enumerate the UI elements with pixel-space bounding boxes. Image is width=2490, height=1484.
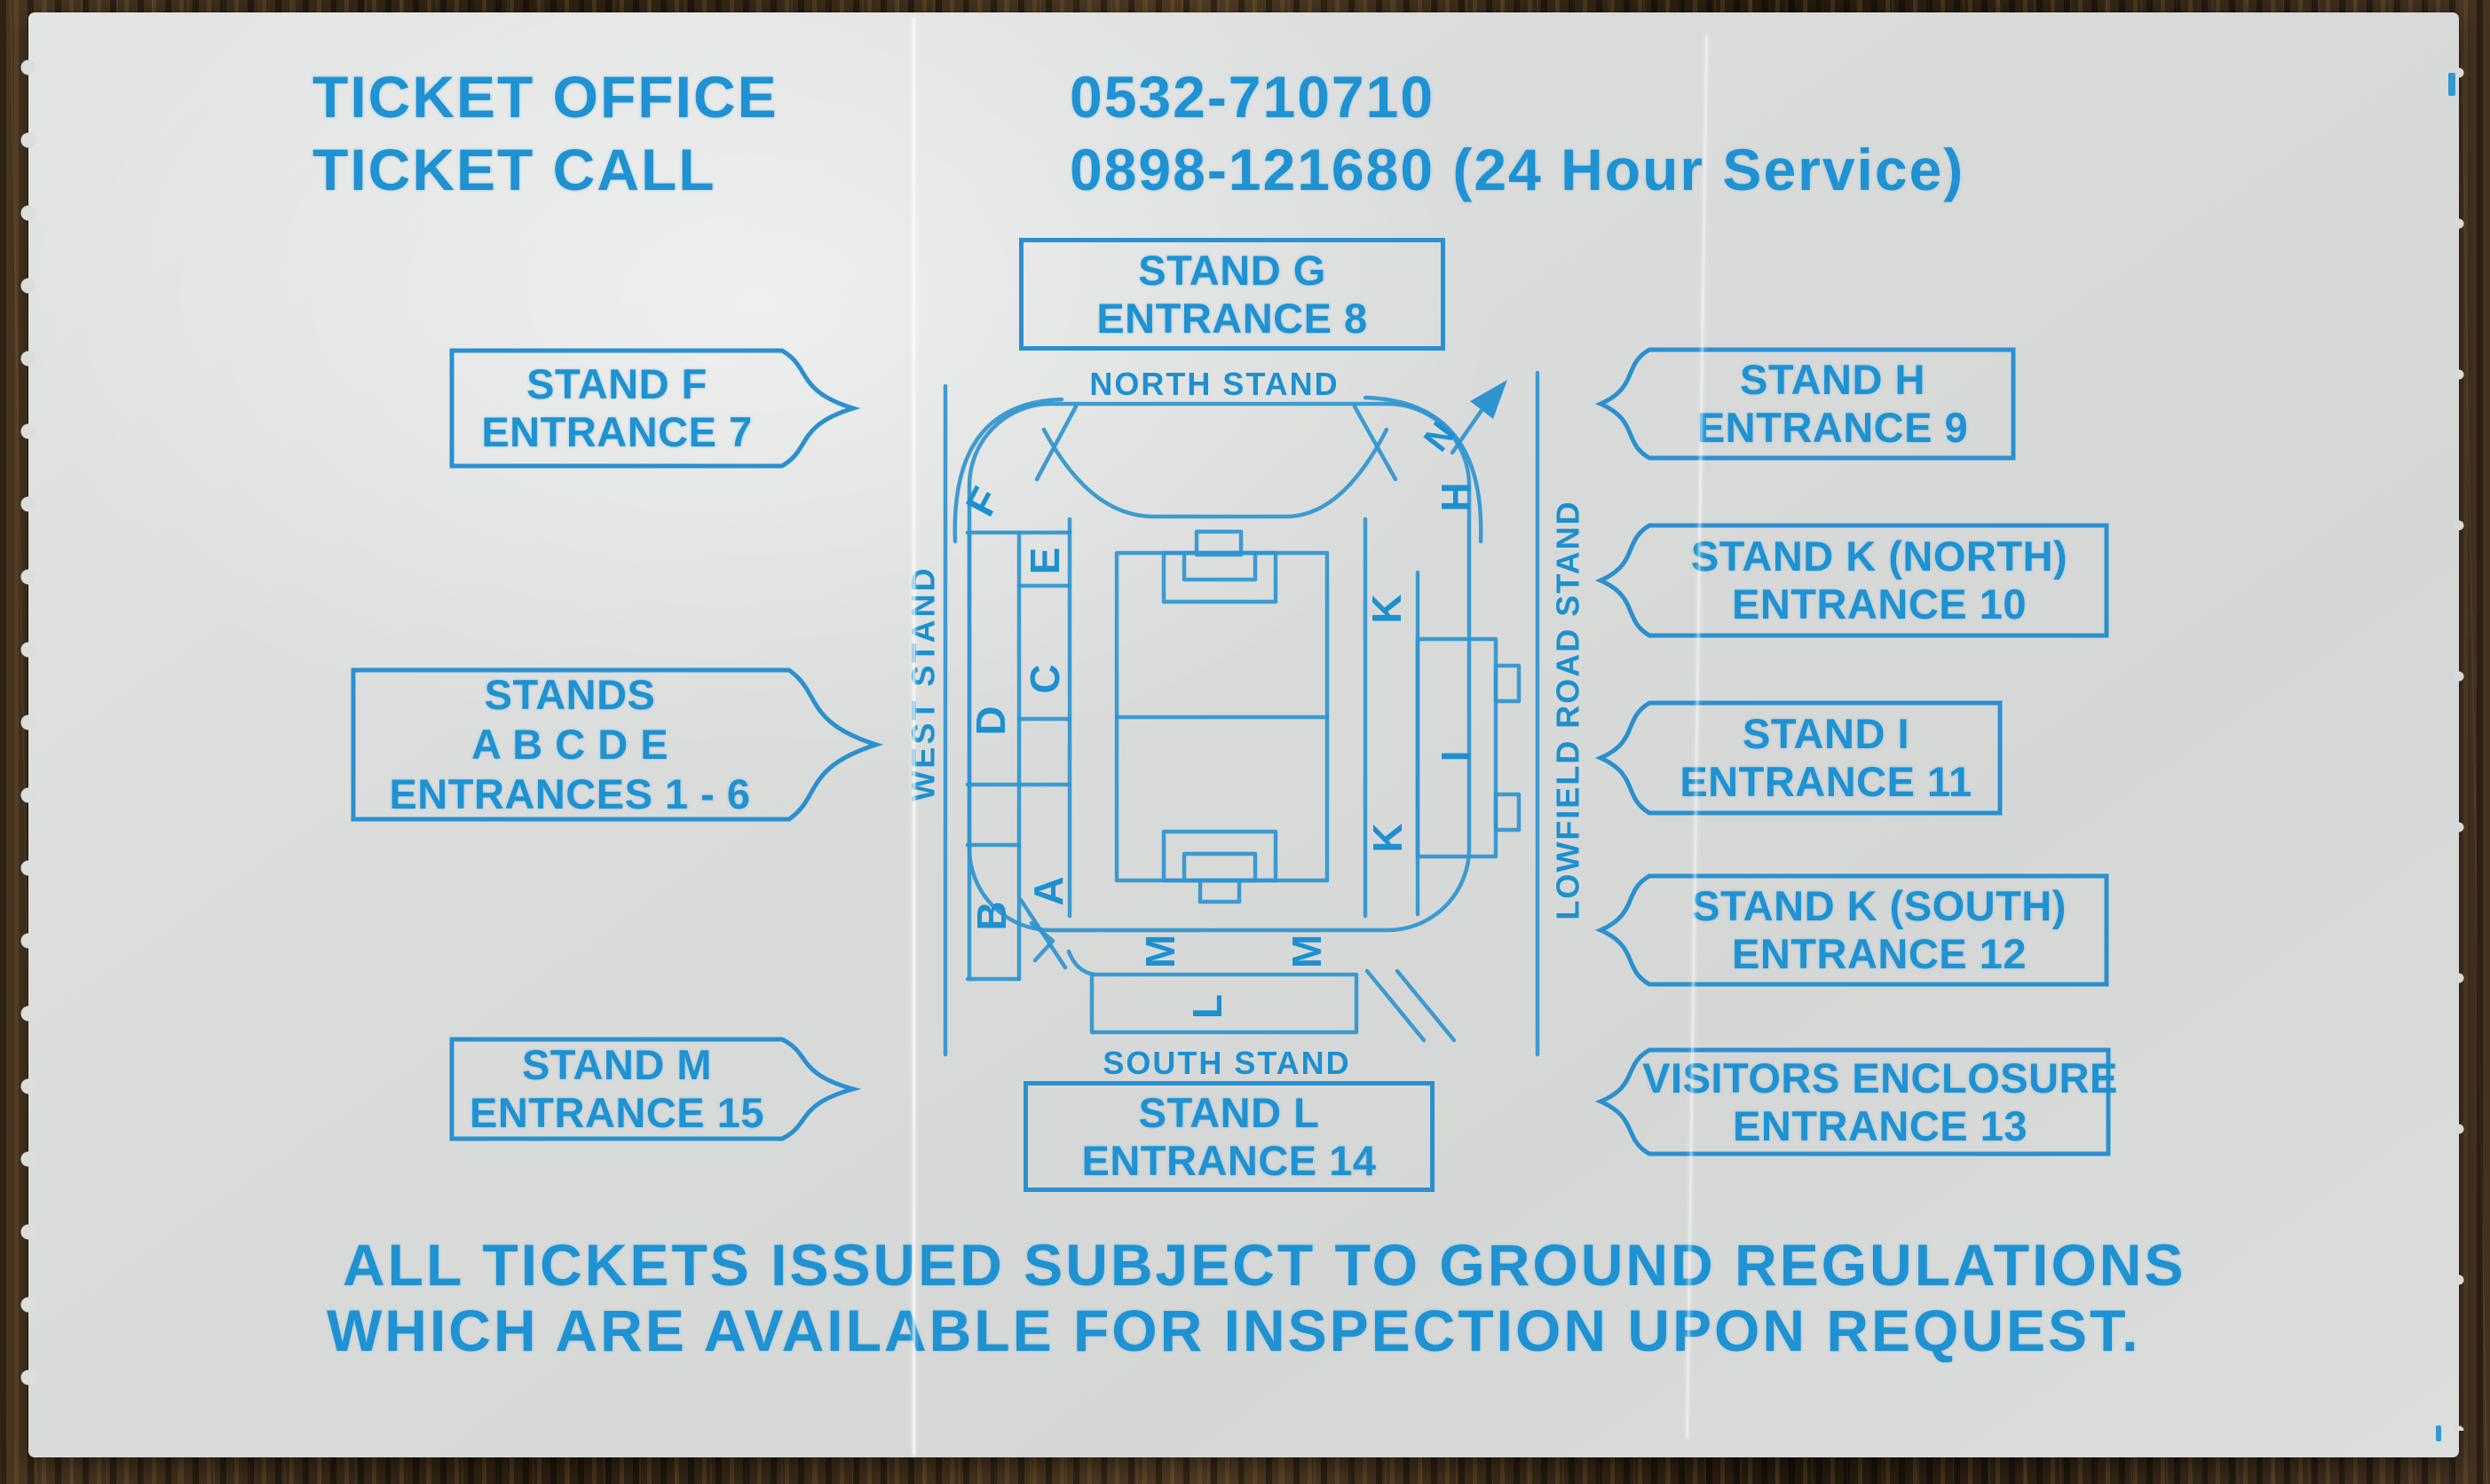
section-letter: K xyxy=(1364,823,1411,852)
pointer-outline xyxy=(449,1037,862,1141)
label-line: ENTRANCE 14 xyxy=(1081,1136,1377,1184)
section-letter: M xyxy=(1284,935,1330,968)
south-hook xyxy=(1066,949,1096,977)
sw-exit-zigzag xyxy=(1029,920,1055,963)
section-letter: L xyxy=(1184,994,1230,1019)
goal-area-south xyxy=(1182,851,1258,883)
label-line: STAND H xyxy=(1740,356,1925,403)
stand-i-tab xyxy=(1493,663,1522,704)
label-line: ENTRANCE 8 xyxy=(1096,294,1368,342)
ticket-back xyxy=(20,12,2464,1457)
label-stand-g: STAND G ENTRANCE 8 xyxy=(1019,238,1445,351)
south-stand-block xyxy=(1089,972,1359,1035)
section-letter: K xyxy=(1364,594,1410,623)
ink-mark xyxy=(2448,73,2455,96)
penalty-area-south xyxy=(1161,829,1278,883)
south-stand-text: SOUTH STAND xyxy=(1103,1045,1350,1081)
section-letter: C xyxy=(1022,664,1068,693)
penalty-area-north xyxy=(1161,550,1278,604)
goal-south xyxy=(1198,878,1242,904)
nw-divider xyxy=(1034,404,1079,482)
se-exit-line xyxy=(1364,968,1427,1043)
label-line: A B C D E xyxy=(470,721,669,768)
label-line: ENTRANCES 1 - 6 xyxy=(389,770,751,817)
label-line: STANDS xyxy=(484,671,656,718)
ink-mark xyxy=(2436,1425,2441,1441)
section-letter: B xyxy=(968,901,1015,930)
label-stand-i: STAND I ENTRANCE 11 xyxy=(1594,700,2003,816)
regulations-line-2: WHICH ARE AVAILABLE FOR INSPECTION UPON … xyxy=(327,1298,2141,1363)
section-letter: A xyxy=(1025,876,1071,905)
stadium-plan: N NORTH STAND SOUTH STAND WEST STAND LOW… xyxy=(905,366,1586,1081)
label-line: ENTRANCE 7 xyxy=(481,408,753,455)
regulations-line-1: ALL TICKETS ISSUED SUBJECT TO GROUND REG… xyxy=(343,1232,2186,1298)
se-exit-line xyxy=(1395,968,1457,1043)
section-letter: I xyxy=(1433,751,1479,762)
label-line: STAND F xyxy=(526,360,707,407)
label-line: STAND G xyxy=(1138,246,1326,294)
stand-i-block xyxy=(1415,636,1498,859)
compass-arrow-icon xyxy=(1470,380,1507,419)
ne-divider xyxy=(1352,404,1398,482)
lowfield-road-stand-text: LOWFIELD ROAD STAND xyxy=(1550,500,1586,920)
label-stand-f: STAND F ENTRANCE 7 xyxy=(449,348,861,469)
compass-tail xyxy=(1450,404,1487,455)
label-stand-l: STAND L ENTRANCE 14 xyxy=(1024,1081,1435,1192)
pointer-outline xyxy=(1594,523,2109,638)
label-stands-abcde: STANDS A B C D E ENTRANCES 1 - 6 xyxy=(351,667,884,822)
section-letter: E xyxy=(1022,548,1068,575)
section-letter: D xyxy=(968,706,1014,735)
label-stand-k-south: STAND K (SOUTH) ENTRANCE 12 xyxy=(1594,873,2109,987)
pointer-outline xyxy=(1594,1047,2111,1156)
label-line: ENTRANCE 9 xyxy=(1696,404,1969,451)
ticket-office-label: TICKET OFFICE xyxy=(312,64,779,130)
label-line: ENTRANCE 11 xyxy=(1680,758,1972,805)
pointer-outline xyxy=(1594,700,2003,816)
perforated-edge-left xyxy=(20,36,36,1440)
label-stand-k-north: STAND K (NORTH) ENTRANCE 10 xyxy=(1594,523,2109,638)
crease xyxy=(913,18,915,1456)
label-line: ENTRANCE 15 xyxy=(470,1089,764,1136)
north-stand-inner-edge xyxy=(1041,427,1389,519)
ticket-call-phone: 0898-121680 (24 Hour Service) xyxy=(1070,137,1965,202)
label-line: STAND M xyxy=(521,1041,713,1088)
label-line: ENTRANCE 12 xyxy=(1732,930,2027,977)
ne-corner-arc xyxy=(1363,395,1483,544)
label-stand-m: STAND M ENTRANCE 15 xyxy=(449,1037,862,1141)
ticket-office-phone: 0532-710710 xyxy=(1070,64,1435,130)
label-visitors-enclosure: VISITORS ENCLOSURE ENTRANCE 13 xyxy=(1594,1047,2117,1156)
label-stand-h: STAND H ENTRANCE 9 xyxy=(1594,347,2016,461)
section-letter: M xyxy=(1137,935,1183,968)
label-line: ENTRANCE 10 xyxy=(1732,580,2027,628)
north-stand-text: NORTH STAND xyxy=(1089,366,1339,402)
section-letter: F xyxy=(956,479,1008,523)
label-line: ENTRANCE 13 xyxy=(1733,1101,2028,1149)
label-line: VISITORS ENCLOSURE xyxy=(1642,1054,2118,1101)
section-letter: H xyxy=(1433,482,1479,511)
goal-north xyxy=(1194,529,1244,557)
label-line: STAND K (SOUTH) xyxy=(1692,882,2067,929)
west-stand-text: WEST STAND xyxy=(905,565,942,801)
ticket-call-label: TICKET CALL xyxy=(312,137,716,202)
compass-n: N xyxy=(1417,414,1463,459)
pointer-outline xyxy=(351,667,884,822)
goal-area-north xyxy=(1182,550,1258,582)
nw-corner-arc xyxy=(953,397,1064,544)
deckled-edge-right xyxy=(2454,66,2464,1431)
stand-i-tab xyxy=(1493,792,1522,833)
pointer-outline xyxy=(449,348,861,469)
pointer-outline xyxy=(1594,347,2016,461)
label-line: STAND L xyxy=(1138,1088,1320,1136)
label-line: STAND K (NORTH) xyxy=(1690,533,2068,580)
label-line: STAND I xyxy=(1742,710,1909,757)
pointer-outline xyxy=(1594,873,2109,987)
